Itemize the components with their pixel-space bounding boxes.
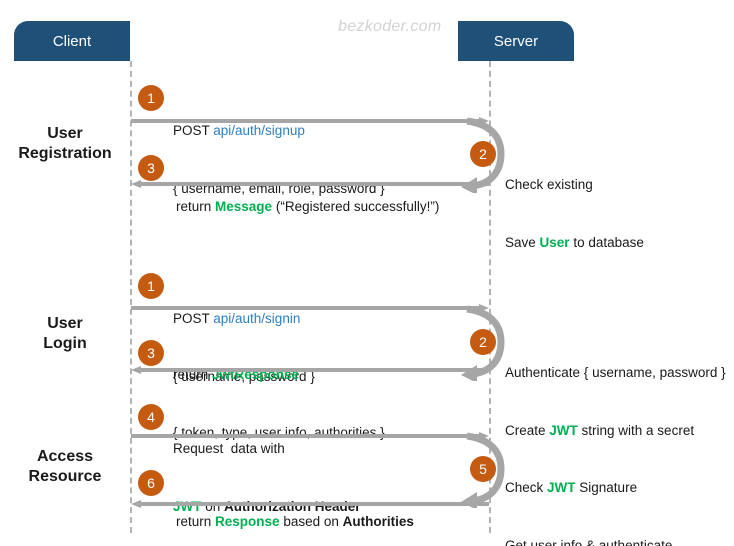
http-method: POST: [173, 123, 214, 139]
arrow-shaft: [140, 182, 489, 186]
arrow-head-left: [131, 366, 141, 374]
response-mid: based on: [279, 514, 343, 530]
server-work-line1-pre: Check: [505, 480, 548, 496]
arrow-head-right: [479, 304, 489, 312]
server-work-line2-pre: Create: [505, 422, 550, 438]
server-work-line2-pre: Save: [505, 234, 540, 250]
arrow-resource-response: [131, 500, 489, 508]
arrow-signup-request: [131, 117, 489, 125]
server-work-line2: Save User to database: [505, 233, 644, 252]
arrow-head-right: [479, 432, 489, 440]
message-signin-request-line1: POST api/auth/signin: [173, 309, 315, 328]
badge-step-1-signup: 1: [138, 85, 164, 111]
section-label-user-registration: User Registration: [0, 124, 130, 165]
badge-step-4-resource: 4: [138, 404, 164, 430]
actor-client-box: Client: [14, 21, 130, 61]
arrow-shaft: [131, 434, 480, 438]
arrow-head-left: [131, 180, 141, 188]
arrow-signup-response: [131, 180, 489, 188]
badge-step-5-resource: 5: [470, 456, 496, 482]
message-signup-response: return Message (“Registered successfully…: [176, 159, 439, 255]
actor-server-label: Server: [493, 32, 539, 50]
server-work-line2-post: to database: [569, 234, 644, 250]
section-label-line2: Resource: [28, 468, 102, 486]
authorities-label: Authorities: [342, 514, 414, 530]
section-label-line1: User: [47, 125, 83, 142]
message-signup-server-work: Check existing Save User to database: [505, 137, 644, 290]
badge-step-2-signin: 2: [470, 329, 496, 355]
arrow-resource-request: [131, 432, 489, 440]
http-method: POST: [173, 311, 214, 327]
server-work-line1: Authenticate { username, password }: [505, 365, 726, 381]
arrow-head-right: [479, 117, 489, 125]
message-signin-request: POST api/auth/signin { username, passwor…: [173, 271, 315, 424]
entity-jwt: JWT: [549, 422, 578, 438]
section-label-line2: Login: [43, 335, 87, 353]
badge-step-3-signin: 3: [138, 340, 164, 366]
arrow-shaft: [131, 306, 480, 310]
arrow-signin-request: [131, 304, 489, 312]
watermark: bezkoder.com: [338, 18, 442, 35]
server-work-line1-post: Signature: [575, 480, 638, 496]
endpoint-link: api/auth/signup: [213, 123, 305, 139]
badge-step-2-signup: 2: [470, 141, 496, 167]
badge-step-1-signin: 1: [138, 273, 164, 299]
message-signin-request-line2: { username, password }: [173, 368, 315, 384]
lifeline-server: [489, 61, 491, 533]
section-label-line1: Access: [36, 448, 94, 465]
response-pre: return: [176, 514, 216, 530]
arrow-shaft: [131, 119, 480, 123]
endpoint-link: api/auth/signin: [213, 311, 301, 327]
entity-jwt: JWT: [547, 480, 576, 496]
section-label-line2: Registration: [18, 145, 112, 163]
self-loop-icon: [461, 117, 505, 195]
badge-step-3-signup: 3: [138, 155, 164, 181]
section-label-user-login: User Login: [0, 314, 130, 355]
actor-client-label: Client: [52, 32, 92, 50]
section-label-access-resource: Access Resource: [0, 447, 130, 488]
server-work-line1: Check existing: [505, 177, 593, 193]
arrow-shaft: [140, 502, 489, 506]
message-resource-request-line1: Request data with: [173, 441, 285, 457]
message-resource-server-work: Check JWT Signature Get user info & auth…: [505, 440, 705, 546]
self-loop-signup: [461, 115, 509, 195]
message-resource-response-line1: return Response based on Authorities: [176, 512, 414, 531]
message-signin-server-work: Authenticate { username, password } Crea…: [505, 325, 726, 478]
entity-response: Response: [215, 514, 280, 530]
actor-server-box: Server: [458, 21, 574, 61]
section-label-line1: User: [47, 315, 83, 332]
response-pre: return: [176, 199, 216, 215]
message-signup-response-line1: return Message (“Registered successfully…: [176, 197, 439, 216]
arrow-shaft: [140, 368, 489, 372]
lifeline-client: [130, 61, 132, 533]
entity-user: User: [539, 234, 570, 250]
server-work-line2: Get user info & authenticate: [505, 537, 673, 546]
server-work-line1: Check JWT Signature: [505, 478, 705, 497]
entity-message: Message: [215, 199, 273, 215]
arrow-signin-response: [131, 366, 489, 374]
server-work-line2-post: string with a secret: [577, 422, 695, 438]
badge-step-6-resource: 6: [138, 470, 164, 496]
server-work-line2: Create JWT string with a secret: [505, 421, 726, 440]
message-signup-request-line1: POST api/auth/signup: [173, 121, 385, 140]
arrow-head-left: [131, 500, 141, 508]
message-resource-response: return Response based on Authorities: [176, 474, 414, 546]
response-post: (“Registered successfully!”): [272, 199, 440, 215]
